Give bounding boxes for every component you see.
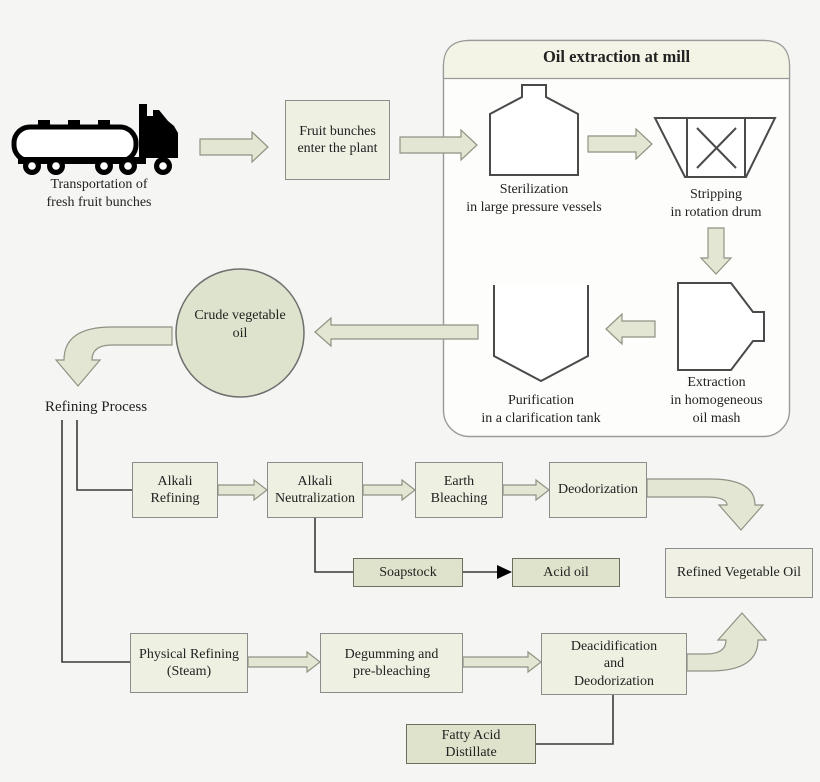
line-neutralization-to-soapstock: [314, 518, 353, 573]
arrow-purification-to-crude-oil: [314, 316, 479, 348]
arrow-stripping-to-extraction: [699, 227, 733, 275]
mill-container-header: [442, 39, 791, 80]
refined-oil-box: Refined Vegetable Oil: [665, 548, 813, 598]
line-refining-to-physical: [61, 420, 130, 663]
soapstock-box: Soapstock: [353, 558, 463, 587]
arrow-extraction-to-purification: [605, 312, 656, 346]
arrow-crude-oil-to-refining: [54, 326, 173, 387]
stripping-drum-shape: [653, 117, 777, 178]
arrow-transport-to-plant: [199, 130, 269, 164]
arrowhead-acid-oil: [497, 565, 512, 579]
arrow-alkali-refining-to-neutralization: [217, 478, 268, 502]
fruit-bunches-box: Fruit bunches enter the plant: [285, 100, 390, 180]
mill-section-title: Oil extraction at mill: [542, 47, 691, 66]
purification-tank-shape: [493, 285, 589, 383]
degumming-box: Degumming and pre-bleaching: [320, 633, 463, 693]
stripping-label: Stripping in rotation drum: [670, 187, 762, 221]
arrow-bleaching-to-deodorization: [502, 478, 550, 502]
line-deacidification-to-fatty-acid: [536, 695, 614, 745]
sterilization-vessel-shape: [489, 84, 579, 176]
alkali-neutralization-box: Alkali Neutralization: [267, 462, 363, 518]
alkali-refining-box: Alkali Refining: [132, 462, 218, 518]
physical-refining-box: Physical Refining (Steam): [130, 633, 248, 693]
crude-oil-circle: [175, 268, 305, 398]
arrow-plant-to-sterilization: [399, 128, 478, 162]
purification-label: Purification in a clarification tank: [481, 393, 601, 427]
extraction-vessel-shape: [677, 282, 765, 371]
line-refining-to-alkali: [76, 420, 132, 491]
transport-label: Transportation of fresh fruit bunches: [46, 177, 152, 211]
arrow-physical-to-degumming: [247, 650, 321, 674]
arrow-sterilization-to-stripping: [587, 127, 653, 161]
fatty-acid-box: Fatty Acid Distillate: [406, 724, 536, 764]
arrow-neutralization-to-bleaching: [362, 478, 416, 502]
extraction-label: Extraction in homogeneous oil mash: [670, 375, 763, 427]
refining-process-label: Refining Process: [45, 399, 148, 415]
arrow-deodorization-to-refined-oil: [646, 478, 765, 531]
sterilization-label: Sterilization in large pressure vessels: [466, 182, 602, 216]
deacidification-box: Deacidification and Deodorization: [541, 633, 687, 695]
arrow-degumming-to-deacidification: [462, 650, 542, 674]
truck-icon: [11, 104, 178, 175]
arrow-deacidification-to-refined-oil: [686, 612, 768, 672]
earth-bleaching-box: Earth Bleaching: [415, 462, 503, 518]
crude-oil-label: Crude vegetable oil: [194, 308, 286, 342]
acid-oil-box: Acid oil: [512, 558, 620, 587]
deodorization-box: Deodorization: [549, 462, 647, 518]
